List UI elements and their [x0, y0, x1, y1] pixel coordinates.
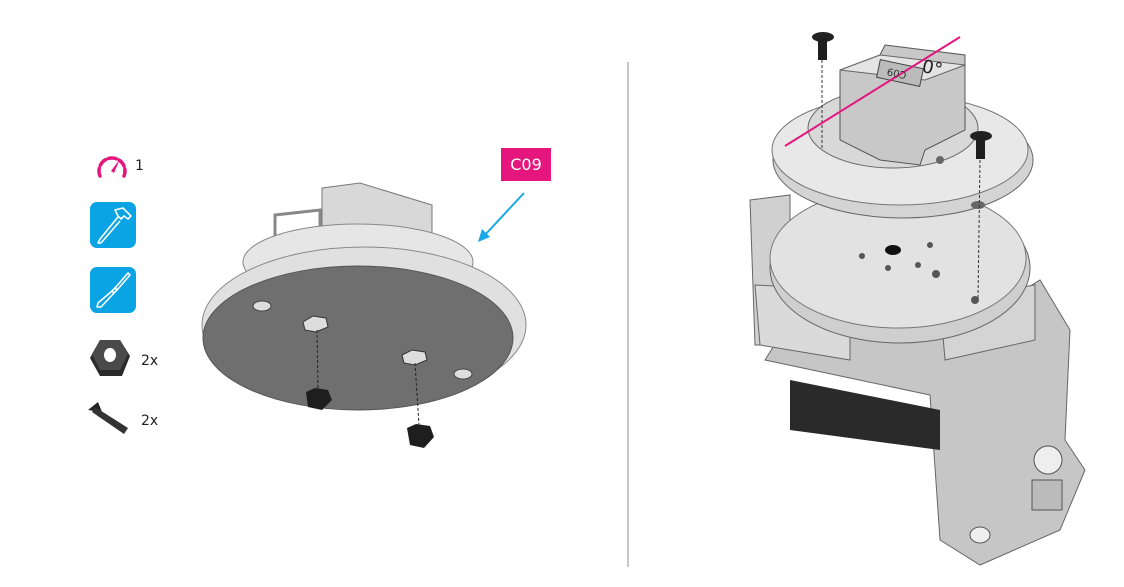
- step-left-illustration: [201, 182, 527, 448]
- speedometer-icon: [97, 156, 127, 178]
- alignment-line: [784, 36, 961, 147]
- part-countersunk-screw: 2x: [86, 400, 166, 440]
- base-disk: [201, 246, 527, 411]
- difficulty-indicator: 1: [94, 150, 154, 180]
- nut-insertion-lines: [316, 329, 420, 426]
- hex-nut: [306, 388, 332, 410]
- countersunk-screw: [970, 131, 992, 159]
- pointer-arrow: [483, 192, 525, 237]
- hex-nut-icon: [90, 340, 130, 376]
- screwdriver-icon: [96, 272, 131, 308]
- tool-hammer: [90, 202, 136, 248]
- part-label-c09: C09: [501, 148, 551, 181]
- part-hex-nut: 2x: [88, 338, 168, 382]
- turntable-disk: [769, 187, 1031, 344]
- pointer-arrowhead: [478, 229, 490, 242]
- tool-screwdriver: [90, 267, 136, 313]
- difficulty-value: 1: [135, 158, 144, 174]
- step-divider: [627, 62, 629, 567]
- step-right-illustration: [749, 32, 1086, 566]
- nut-quantity: 2x: [141, 353, 159, 369]
- bracket-assembly: [749, 194, 1086, 566]
- hex-nut: [407, 424, 434, 448]
- countersunk-screw-icon: [88, 402, 128, 434]
- countersunk-screw: [812, 32, 834, 60]
- hammer-icon: [97, 207, 132, 244]
- angle-marking: 0°: [920, 56, 945, 81]
- c09-key-part: [839, 44, 966, 166]
- screw-quantity: 2x: [141, 413, 159, 429]
- screw-insertion-lines: [821, 60, 981, 299]
